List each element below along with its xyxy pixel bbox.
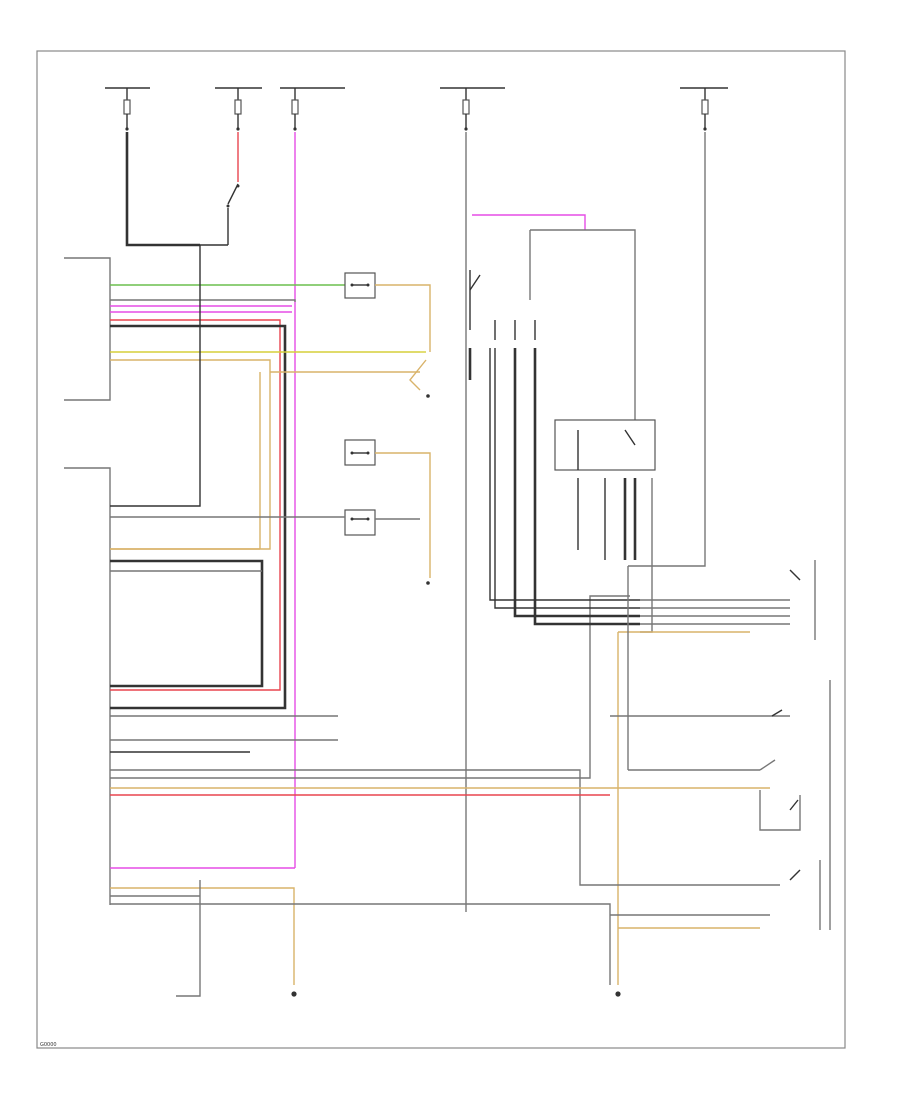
ground-left <box>291 991 297 997</box>
left-module-1 <box>64 257 111 401</box>
fuse-4 <box>440 87 505 131</box>
right-switches <box>600 560 831 985</box>
connector-upper <box>344 272 431 398</box>
connector-lower <box>110 439 431 585</box>
fuse-group <box>105 87 728 131</box>
fuse-5 <box>680 87 728 131</box>
module1-wires <box>110 284 420 710</box>
fuse-2 <box>215 87 262 131</box>
module3-wires <box>110 595 630 997</box>
fuse-3 <box>280 87 345 131</box>
diagram-id: G0000 <box>40 1042 57 1048</box>
center-switch-block <box>468 214 640 626</box>
fuse-1 <box>105 87 150 131</box>
diagram-frame <box>36 50 846 1049</box>
module2-wires <box>110 245 264 688</box>
supply-wires <box>125 132 706 912</box>
relay-switch-top <box>200 183 240 246</box>
ground-right <box>615 991 621 997</box>
left-module-2 <box>64 467 111 565</box>
